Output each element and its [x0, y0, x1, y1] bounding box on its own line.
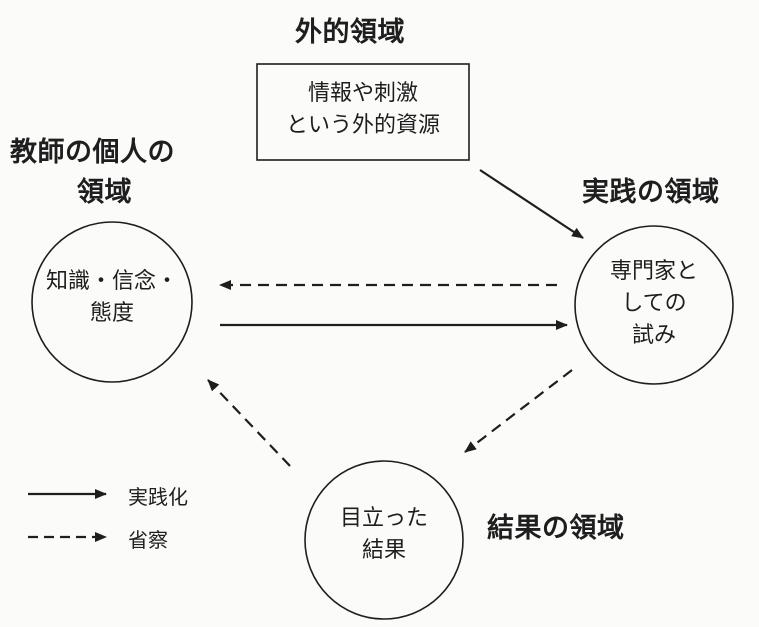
external-resource-line2: という外的資源	[285, 113, 440, 138]
experimentation-circle	[574, 225, 734, 385]
legend-dashed-label: 省察	[128, 528, 168, 552]
external-resource-box	[256, 63, 470, 161]
personal-domain-label-line2: 領域	[77, 177, 132, 208]
experimentation-line2: しての	[621, 291, 687, 316]
external-resource-text: 情報や刺激 という外的資源	[257, 78, 469, 142]
knowledge-line1: 知識・信念・	[45, 269, 178, 294]
outcomes-line1: 目立った	[339, 506, 428, 531]
outcomes-text: 目立った 結果	[305, 503, 463, 567]
arrow-outcomes-to-knowledge	[207, 379, 291, 467]
outcomes-circle	[304, 460, 464, 620]
knowledge-circle	[31, 221, 193, 383]
experimentation-text: 専門家と しての 試み	[575, 256, 733, 352]
practice-domain-label: 実践の領域	[582, 177, 720, 208]
external-resource-line1: 情報や刺激	[307, 81, 418, 106]
experimentation-line1: 専門家と	[609, 259, 698, 284]
arrow-resource-to-experimentation	[479, 169, 584, 239]
knowledge-text: 知識・信念・ 態度	[32, 266, 192, 330]
external-domain-label: 外的領域	[295, 17, 405, 48]
outcomes-line2: 結果	[361, 538, 406, 563]
experimentation-line3: 試み	[631, 323, 676, 348]
personal-domain-label-line1: 教師の個人の	[10, 137, 175, 168]
outcome-domain-label: 結果の領域	[487, 513, 625, 544]
arrow-experimentation-to-outcomes	[464, 369, 573, 453]
knowledge-line2: 態度	[89, 301, 134, 326]
legend-solid-label: 実践化	[128, 485, 188, 509]
